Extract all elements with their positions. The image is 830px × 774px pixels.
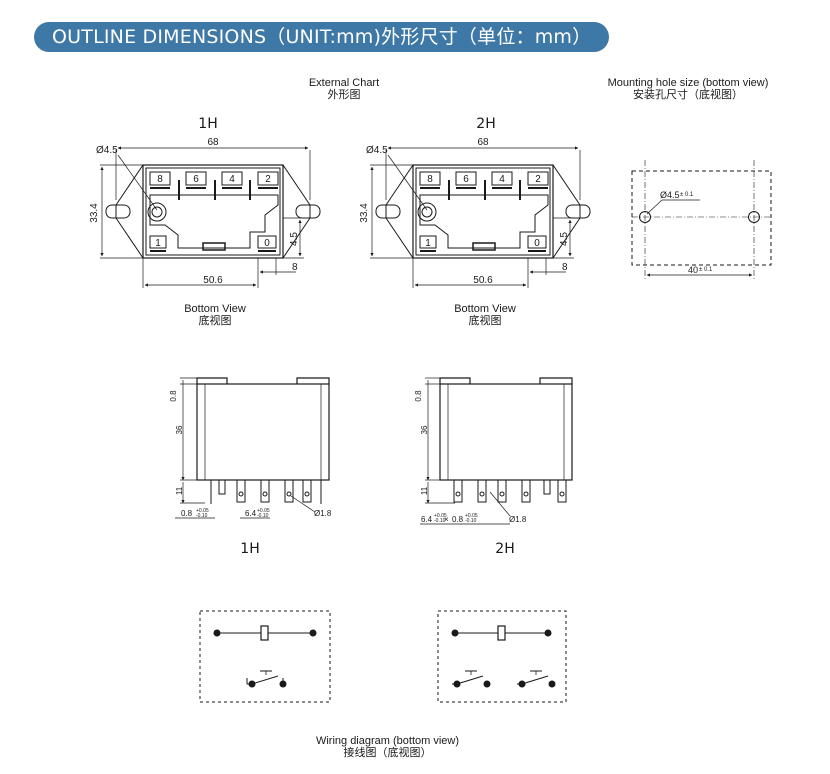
tol-c-2h: +0.05 xyxy=(465,513,478,519)
wiring-diagram-2h xyxy=(437,610,567,703)
mounting-caption: Mounting hole size (bottom view) 安装孔尺寸（底… xyxy=(596,77,780,101)
side-pin-2h: 11 xyxy=(420,486,429,495)
mh-span: 40 xyxy=(688,265,698,275)
dim-pinoff-1h: 8 xyxy=(292,262,298,273)
bottom-view-zh: 底视图 xyxy=(468,315,502,327)
terminal-w-1h: 6.4 xyxy=(245,509,257,518)
dim-flange-1h: 4.5 xyxy=(289,232,300,246)
dim-pinspan-2h: 50.6 xyxy=(473,275,493,286)
bottom-view-caption-2: Bottom View 底视图 xyxy=(440,303,530,327)
mh-dia-tol: ± 0.1 xyxy=(680,192,694,198)
pin-2-1h: 2 xyxy=(265,174,271,185)
dim-hole-2h: Ø4.5 xyxy=(366,145,388,156)
tol-b-1h: -0.10 xyxy=(196,513,208,519)
external-chart-caption: External Chart 外形图 xyxy=(300,77,388,101)
dim-width-1h: 68 xyxy=(207,137,219,148)
tol-a-1h: +0.05 xyxy=(196,508,209,514)
pin-8-2h: 8 xyxy=(427,174,433,185)
pin-1-2h: 1 xyxy=(425,238,431,249)
outline-view-2h xyxy=(370,148,590,288)
pin-6-2h: 6 xyxy=(463,174,469,185)
wiring-caption: Wiring diagram (bottom view) 接线图（底视图） xyxy=(305,735,470,759)
pin-6-1h: 6 xyxy=(193,174,199,185)
tol-d-2h: -0.10 xyxy=(465,518,477,524)
section-header: OUTLINE DIMENSIONS（UNIT:mm)外形尺寸（单位：mm） xyxy=(34,22,610,52)
side-view-2h xyxy=(439,377,573,517)
combo-x-2h: × xyxy=(444,515,449,524)
pin-1-1h: 1 xyxy=(155,238,161,249)
pin-4-2h: 4 xyxy=(499,174,505,185)
dim-hole-1h: Ø4.5 xyxy=(96,145,118,156)
mounting-hole-drawing xyxy=(631,160,772,280)
wiring-diagram-1h xyxy=(199,610,331,703)
dim-height-2h: 33.4 xyxy=(359,203,370,223)
tol-b-2h: -0.10 xyxy=(434,518,446,524)
external-chart-zh: 外形图 xyxy=(327,89,361,101)
pin-4-1h: 4 xyxy=(229,174,235,185)
pin-2-2h: 2 xyxy=(535,174,541,185)
combo-w-2h: 6.4 xyxy=(421,515,433,524)
model-label-side-2h: 2H xyxy=(495,541,515,557)
tol-c-1h: +0.05 xyxy=(257,508,270,514)
pin-0-1h: 0 xyxy=(264,238,270,249)
mh-span-tol: ± 0.1 xyxy=(699,267,713,273)
external-chart-en: External Chart xyxy=(308,77,380,89)
outline-view-1h xyxy=(100,148,320,288)
dim-width-2h: 68 xyxy=(477,137,489,148)
side-body-2h: 36 xyxy=(420,425,429,434)
bottom-view-en: Bottom View xyxy=(184,303,246,315)
side-pin-1h: 11 xyxy=(175,486,184,495)
side-view-1h xyxy=(196,377,330,513)
model-label-top-1h: 1H xyxy=(198,116,218,132)
pin-dia-2h: Ø1.8 xyxy=(509,515,527,524)
tol-a-2h: +0.05 xyxy=(434,513,447,519)
side-top-2h: 0.8 xyxy=(414,390,423,402)
mounting-en: Mounting hole size (bottom view) xyxy=(607,77,769,89)
side-top-1h: 0.8 xyxy=(169,390,178,402)
model-label-side-1h: 1H xyxy=(240,541,260,557)
mh-dia: Ø4.5 xyxy=(660,190,680,200)
side-body-1h: 36 xyxy=(175,425,184,434)
wiring-en: Wiring diagram (bottom view) xyxy=(315,735,460,747)
bottom-view-caption-1: Bottom View 底视图 xyxy=(170,303,260,327)
model-label-top-2h: 2H xyxy=(476,116,496,132)
pin-8-1h: 8 xyxy=(157,174,163,185)
pin-0-2h: 0 xyxy=(534,238,540,249)
bottom-view-zh: 底视图 xyxy=(198,315,232,327)
tol-d-1h: -0.10 xyxy=(257,513,269,519)
combo-t-2h: 0.8 xyxy=(452,515,464,524)
bottom-view-en: Bottom View xyxy=(454,303,516,315)
dim-height-1h: 33.4 xyxy=(89,203,100,223)
pin-dia-1h: Ø1.8 xyxy=(314,509,332,518)
wiring-zh: 接线图（底视图） xyxy=(343,747,432,759)
mounting-zh: 安装孔尺寸（底视图） xyxy=(633,89,743,101)
dim-flange-2h: 4.5 xyxy=(559,232,570,246)
dim-pinoff-2h: 8 xyxy=(562,262,568,273)
terminal-t-1h: 0.8 xyxy=(181,509,193,518)
dim-pinspan-1h: 50.6 xyxy=(203,275,223,286)
